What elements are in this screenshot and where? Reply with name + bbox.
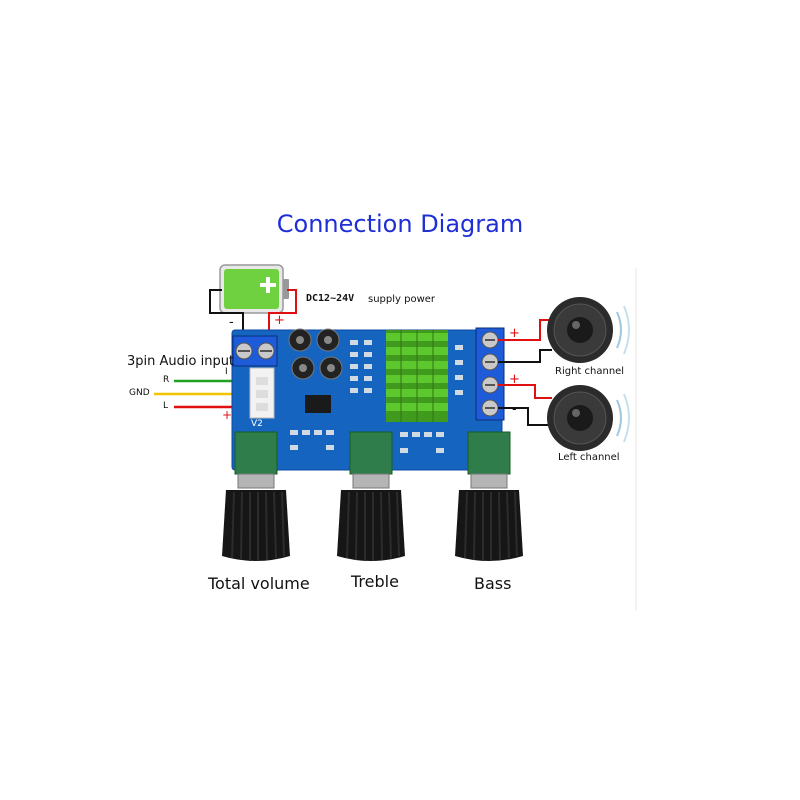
audio-input-label: 3pin Audio input: [127, 354, 235, 369]
speaker-wires: [498, 319, 552, 426]
right-minus-sign: -: [512, 355, 517, 370]
total-volume-label: Total volume: [208, 574, 310, 593]
power-supply-label: supply power: [368, 294, 436, 305]
amplifier-board: [231, 327, 511, 475]
board-version-label: V2: [251, 419, 263, 429]
power-model-label: DC12~24V: [306, 293, 355, 304]
total-volume-knob: [222, 473, 290, 561]
left-speaker-icon: [547, 385, 630, 451]
treble-label: Treble: [351, 572, 399, 591]
pin-l-label: L: [163, 401, 169, 411]
right-speaker-icon: [547, 297, 630, 363]
bass-knob: [455, 473, 523, 561]
power-wires: [209, 289, 297, 340]
right-channel-label: Right channel: [555, 366, 625, 377]
left-plus-sign: +: [509, 372, 520, 387]
input-mark: I: [225, 367, 228, 377]
pin-gnd-label: GND: [129, 388, 150, 398]
right-plus-sign: +: [509, 326, 520, 341]
power-minus-sign: -: [229, 315, 234, 330]
treble-knob: [337, 473, 405, 561]
left-channel-label: Left channel: [558, 452, 620, 463]
diagram-title: Connection Diagram: [276, 210, 524, 238]
left-minus-sign: -: [512, 402, 517, 417]
bass-label: Bass: [474, 574, 512, 593]
input-plus-sign: +: [222, 408, 233, 422]
battery-icon: [219, 264, 289, 314]
heatsink: [386, 330, 448, 422]
power-plus-sign: +: [274, 313, 285, 328]
pin-r-label: R: [163, 375, 170, 385]
